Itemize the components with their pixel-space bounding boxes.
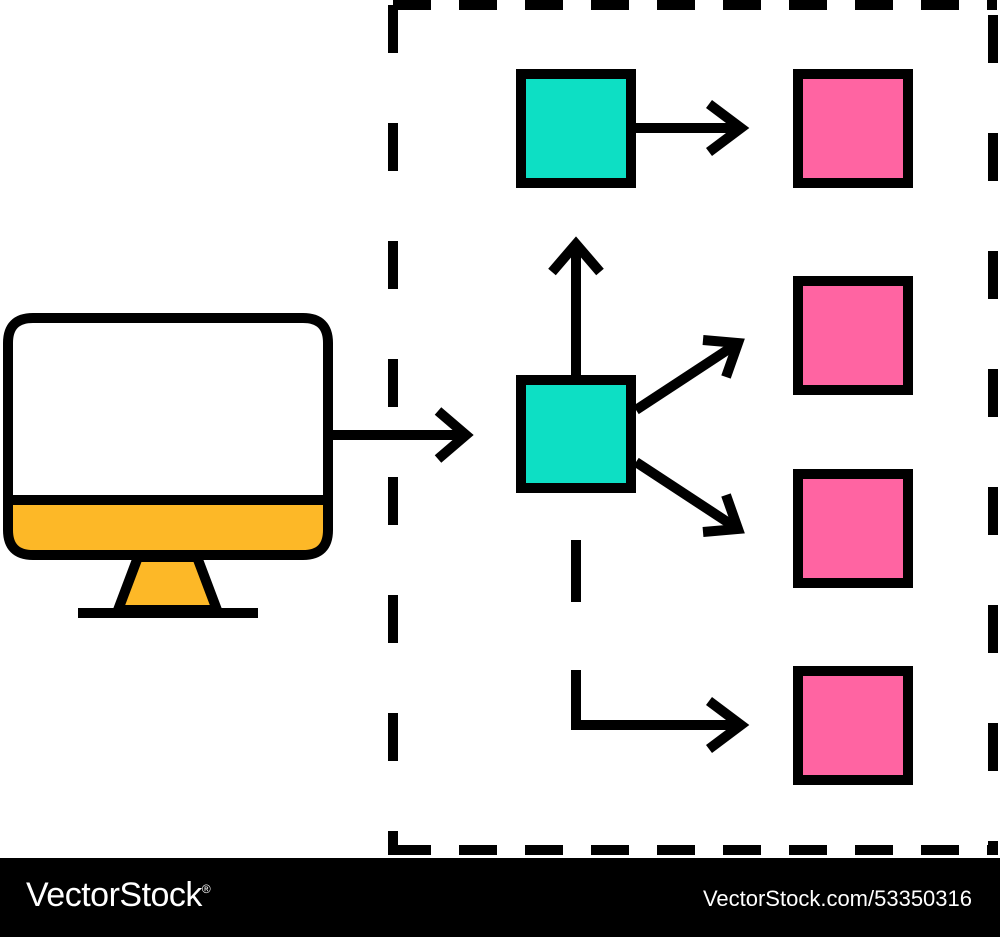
target-node-3	[793, 469, 913, 588]
arrow-head-upper-target1	[706, 100, 750, 156]
nodes	[516, 69, 913, 785]
target-node-4	[793, 666, 913, 785]
registered-mark: ®	[201, 882, 211, 896]
monitor-screen	[3, 313, 333, 505]
monitor-base-panel	[3, 495, 333, 560]
edge-hub-target3	[633, 457, 741, 534]
network-diagram	[3, 0, 998, 855]
stock-id: VectorStock.com/53350316	[702, 886, 972, 911]
brand-name: VectorStock	[26, 876, 202, 914]
edge-hub-target2	[633, 338, 741, 415]
target-node-1	[793, 69, 913, 188]
target-node-2	[793, 276, 913, 395]
monitor-stand	[113, 552, 222, 615]
monitor-icon	[3, 313, 333, 618]
dashed-boundary	[388, 0, 998, 855]
upper-source-node	[516, 69, 636, 188]
edge-hub-target4-elbow	[571, 670, 741, 730]
brand-logo: VectorStock®	[26, 876, 211, 915]
hub-source-node	[516, 375, 636, 493]
arrow-head-computer-hub	[434, 407, 474, 463]
connectors	[333, 100, 750, 753]
arrow-head-hub-target2	[702, 335, 745, 379]
arrow-head-hub-target3	[702, 493, 745, 537]
arrow-head-hub-upper	[548, 236, 604, 276]
arrow-head-hub-target4	[706, 697, 750, 753]
watermark-footer: VectorStock® VectorStock.com/53350316	[0, 858, 1000, 937]
